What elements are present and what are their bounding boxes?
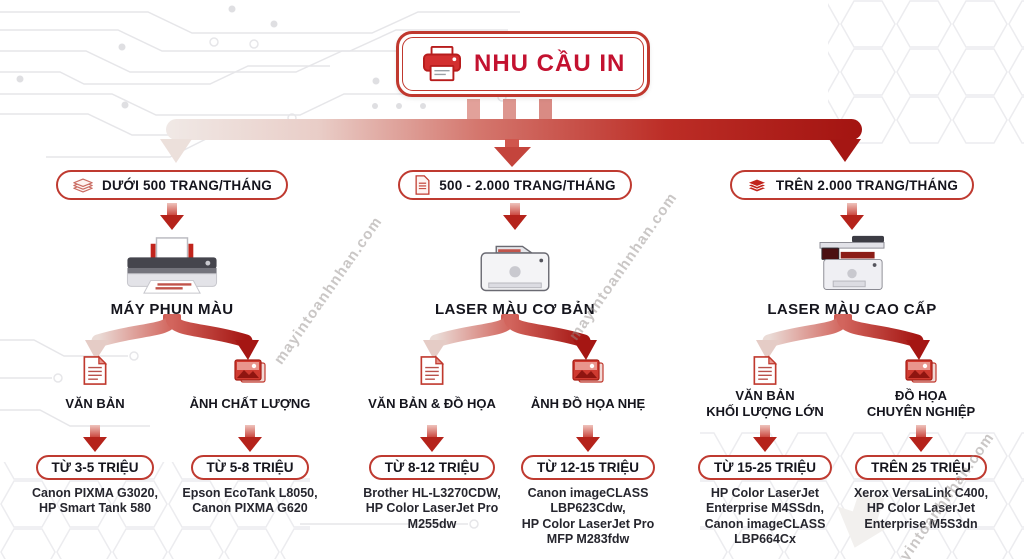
photo-icon — [572, 359, 604, 383]
model-line: LBP664Cx — [734, 531, 796, 546]
model-list: Brother HL-L3270CDW, HP Color LaserJet P… — [363, 486, 501, 532]
price-badge: TỪ 3-5 TRIỆU — [35, 455, 155, 480]
model-line: Enterprise M4SSdn, — [705, 501, 825, 516]
use-case-label: ẢNH CHẤT LƯỢNG — [189, 395, 311, 411]
arrowhead-left — [756, 340, 780, 360]
arrowhead-left — [160, 139, 192, 163]
option-anh-chat-luong: ẢNH CHẤT LƯỢNG TỪ 5-8 TRIỆU Epson EcoTan… — [162, 354, 338, 517]
arrow-down — [160, 203, 184, 230]
use-case-label: ĐỒ HỌA — [894, 387, 947, 403]
arrow-down — [840, 203, 864, 230]
printer-type-label: LASER MÀU CƠ BẢN — [434, 301, 596, 318]
top-branch-connector — [160, 99, 862, 167]
document-icon — [753, 355, 778, 385]
printer-type-label: LASER MÀU CAO CẤP — [767, 301, 937, 318]
model-line: LBP623Cdw, — [550, 501, 626, 516]
model-list: Xerox VersaLink C400, HP Color LaserJet … — [854, 486, 988, 532]
use-case-label: VĂN BẢN — [65, 395, 125, 411]
model-list: Epson EcoTank L8050, Canon PIXMA G620 — [182, 486, 317, 517]
model-line: M255dw — [407, 516, 457, 531]
fork-connector — [423, 314, 597, 360]
model-line: HP Smart Tank 580 — [38, 501, 152, 516]
option-do-hoa-chuyen-nghiep: ĐỒ HỌA CHUYÊN NGHIỆP TRÊN 25 TRIỆU Xerox… — [833, 354, 1009, 532]
option-van-ban-khoi-luong-lon: VĂN BẢN KHỐI LƯỢNG LỚN TỪ 15-25 TRIỆU HP… — [677, 354, 853, 547]
use-case-label: VĂN BẢN & ĐỒ HỌA — [368, 395, 496, 411]
price-badge: TỪ 12-15 TRIỆU — [521, 455, 655, 480]
arrowhead-right — [829, 139, 861, 162]
volume-label: 500 - 2.000 TRANG/THÁNG — [439, 177, 616, 193]
model-line: HP Color LaserJet — [866, 501, 976, 516]
use-case-label: CHUYÊN NGHIỆP — [866, 404, 976, 419]
price-badge: TỪ 5-8 TRIỆU — [190, 455, 310, 480]
faint-arrow-decoration — [837, 490, 893, 548]
arrow-down — [83, 425, 107, 452]
model-line: MFP M283fdw — [546, 531, 630, 546]
arrow-down — [420, 425, 444, 452]
arrowhead-right — [906, 340, 930, 360]
model-list: HP Color LaserJet Enterprise M4SSdn, Can… — [705, 486, 826, 547]
model-line: HP Color LaserJet Pro — [521, 516, 655, 531]
volume-badge: 500 - 2.000 TRANG/THÁNG — [398, 170, 632, 200]
branch-over-2000-pages: TRÊN 2.000 TRANG/THÁNG LASER MÀU CAO CẤP — [722, 170, 982, 318]
printer-icon — [423, 45, 461, 82]
use-case-label: VĂN BẢN — [735, 387, 795, 403]
model-line: Canon PIXMA G620 — [192, 501, 308, 516]
price-badge: TRÊN 25 TRIỆU — [855, 455, 987, 480]
price-badge: TỪ 8-12 TRIỆU — [368, 455, 496, 480]
root-node-printing-needs: NHU CẦU IN — [396, 31, 651, 97]
volume-label: TRÊN 2.000 TRANG/THÁNG — [775, 177, 959, 193]
branch-under-500-pages: DƯỚI 500 TRANG/THÁNG MÁY PHUN MÀU — [42, 170, 302, 318]
option-van-ban-do-hoa: VĂN BẢN & ĐỒ HỌA TỪ 8-12 TRIỆU Brother H… — [344, 354, 520, 532]
model-line: HP Color LaserJet — [710, 486, 820, 500]
model-line: Brother HL-L3270CDW, — [363, 486, 501, 500]
model-line: Canon imageCLASS — [704, 516, 826, 531]
fork-connector — [85, 314, 259, 360]
use-case-label: ẢNH ĐỒ HỌA NHẸ — [530, 395, 646, 411]
paper-stack-outline-icon — [73, 177, 93, 193]
inkjet-printer-illustration — [126, 237, 218, 294]
model-list: Canon PIXMA G3020, HP Smart Tank 580 — [32, 486, 158, 517]
volume-badge: TRÊN 2.000 TRANG/THÁNG — [729, 170, 975, 200]
volume-badge: DƯỚI 500 TRANG/THÁNG — [56, 170, 288, 200]
arrow-down — [576, 425, 600, 452]
model-line: Enterprise M5S3dn — [864, 516, 978, 531]
model-line: Canon imageCLASS — [527, 486, 649, 500]
model-line: Epson EcoTank L8050, — [182, 486, 318, 500]
price-badge: TỪ 15-25 TRIỆU — [698, 455, 832, 480]
arrowhead-left — [423, 340, 447, 360]
printer-type-label: MÁY PHUN MÀU — [110, 301, 234, 318]
model-list: Canon imageCLASS LBP623Cdw, HP Color Las… — [522, 486, 654, 547]
page-title: NHU CẦU IN — [474, 50, 626, 77]
arrow-down — [909, 425, 933, 452]
arrowhead-center — [494, 147, 531, 167]
volume-label: DƯỚI 500 TRANG/THÁNG — [102, 177, 272, 193]
arrow-down — [753, 425, 777, 452]
document-page-icon — [415, 175, 430, 195]
paper-stack-solid-icon — [747, 178, 767, 192]
model-line: Xerox VersaLink C400, — [853, 486, 989, 500]
arrowhead-left — [85, 340, 109, 360]
fork-connector — [756, 314, 930, 360]
mfp-printer-illustration — [819, 235, 885, 290]
use-case-label: KHỐI LƯỢNG LỚN — [706, 404, 824, 419]
circuit-pattern-decoration — [0, 11, 520, 529]
document-icon — [420, 355, 445, 385]
arrowhead-right — [573, 340, 597, 360]
arrowhead-right — [235, 340, 259, 360]
option-van-ban: VĂN BẢN TỪ 3-5 TRIỆU Canon PIXMA G3020, … — [7, 354, 183, 517]
laser-printer-illustration — [480, 245, 550, 292]
branch-500-2000-pages: 500 - 2.000 TRANG/THÁNG LASER MÀU CƠ BẢN — [385, 170, 645, 318]
model-line: Canon PIXMA G3020, — [32, 486, 158, 500]
circuit-dots — [16, 5, 426, 109]
document-icon — [83, 355, 108, 385]
arrow-down — [238, 425, 262, 452]
photo-icon — [234, 359, 266, 383]
hex-pattern-top-right — [828, 0, 1024, 144]
arrow-down — [503, 203, 527, 230]
option-anh-do-hoa-nhe: ẢNH ĐỒ HỌA NHẸ TỪ 12-15 TRIỆU Canon imag… — [500, 354, 676, 547]
photo-icon — [905, 359, 937, 383]
model-line: HP Color LaserJet Pro — [365, 501, 499, 516]
